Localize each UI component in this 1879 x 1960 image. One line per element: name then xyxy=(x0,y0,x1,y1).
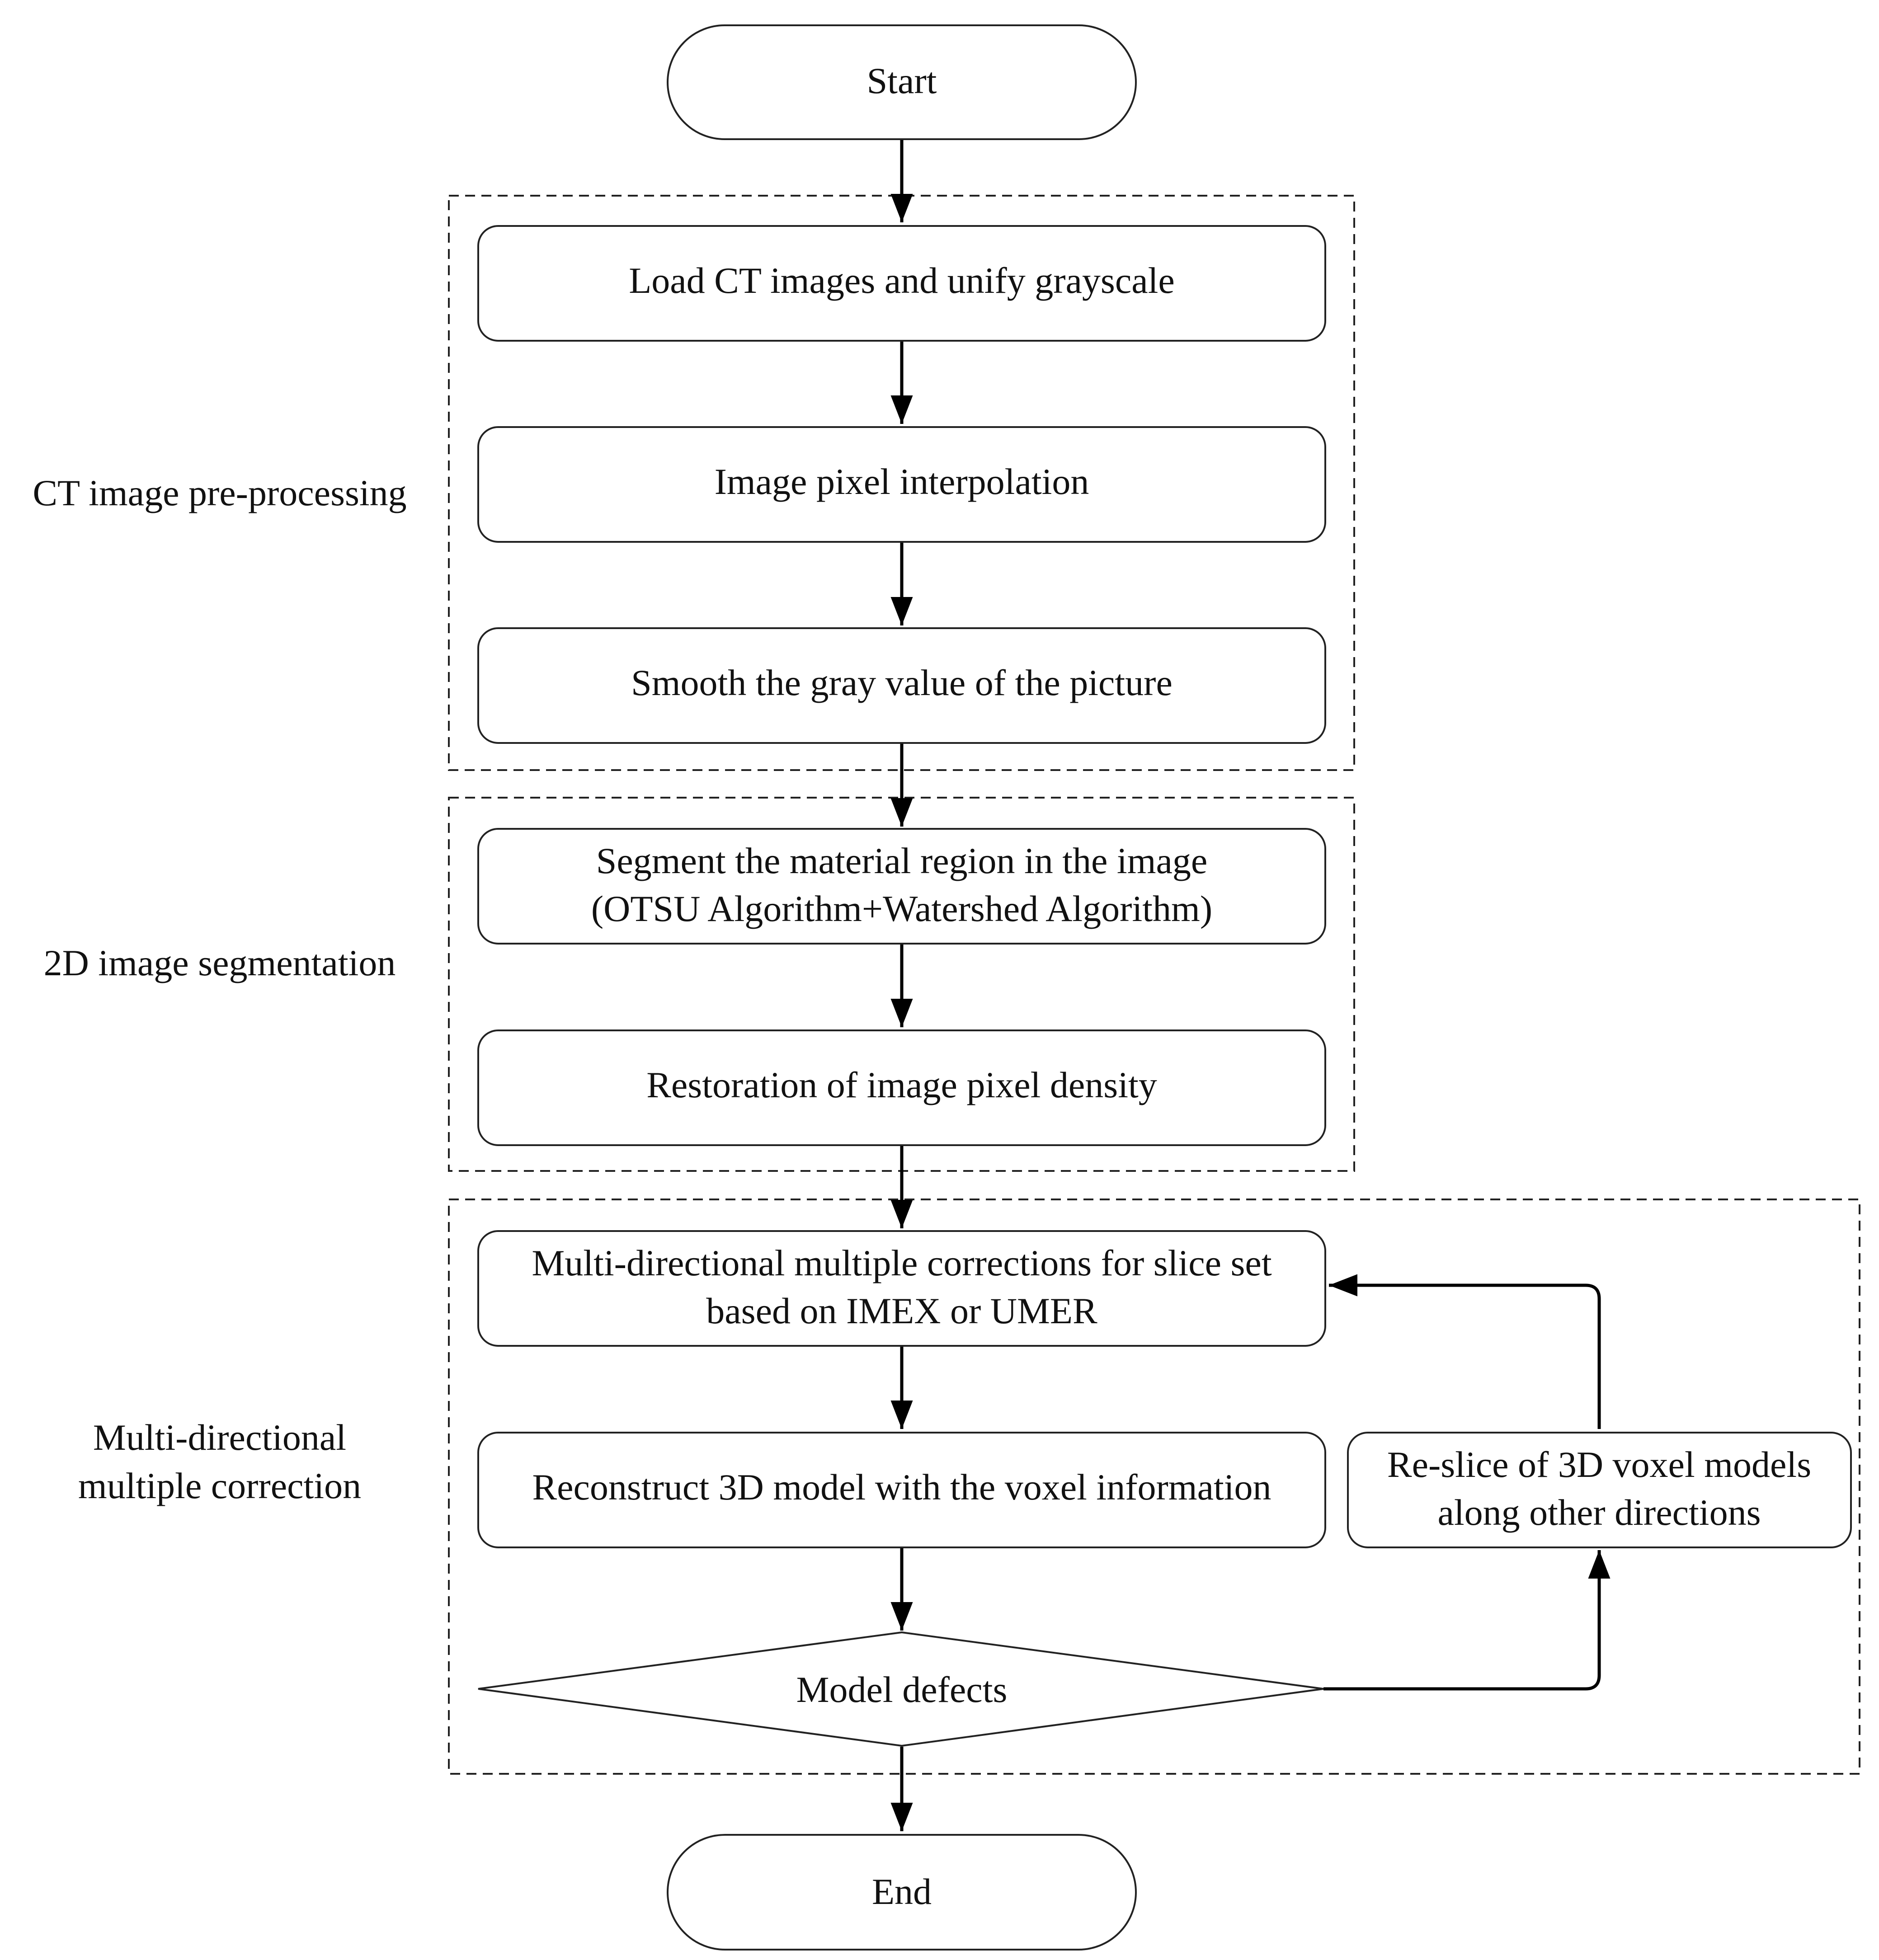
node-multi xyxy=(477,1230,1326,1347)
node-reslice-label-line1: Re-slice of 3D voxel models xyxy=(1387,1444,1811,1485)
node-decision-label: Model defects xyxy=(796,1669,1008,1710)
node-end-label: End xyxy=(872,1871,932,1912)
node-start xyxy=(667,24,1137,140)
node-multi-label-line1: Multi-directional multiple corrections f… xyxy=(532,1242,1272,1283)
edge-decision-reslice xyxy=(1323,1550,1611,1691)
node-reslice-label-line2: along other directions xyxy=(1437,1492,1761,1533)
node-reconstruct-label: Reconstruct 3D model with the voxel info… xyxy=(532,1466,1271,1508)
node-reslice xyxy=(1347,1432,1852,1548)
group-label-preprocessing: CT image pre-processing xyxy=(33,472,406,513)
node-restore-label: Restoration of image pixel density xyxy=(646,1064,1157,1105)
node-start-label: Start xyxy=(867,60,937,101)
edge-reslice-multi xyxy=(1329,1274,1601,1429)
group-frame-preprocessing xyxy=(448,195,1355,771)
node-load-label: Load CT images and unify grayscale xyxy=(629,260,1175,301)
node-load xyxy=(477,225,1326,342)
group-frame-correction xyxy=(448,1199,1860,1775)
node-multi-label-line2: based on IMEX or UMER xyxy=(706,1290,1097,1331)
node-restore xyxy=(477,1029,1326,1146)
node-reconstruct xyxy=(477,1432,1326,1548)
node-interp-label: Image pixel interpolation xyxy=(715,461,1089,502)
group-label-correction-line1: Multi-directional xyxy=(93,1417,346,1458)
node-interp xyxy=(477,426,1326,543)
node-segment-label-line2: (OTSU Algorithm+Watershed Algorithm) xyxy=(591,888,1212,929)
group-label-segmentation: 2D image segmentation xyxy=(44,942,396,983)
group-label-correction-line2: multiple correction xyxy=(78,1465,361,1506)
node-smooth-label: Smooth the gray value of the picture xyxy=(631,662,1173,703)
node-decision xyxy=(478,1631,1324,1747)
node-smooth xyxy=(477,627,1326,744)
node-segment-label-line1: Segment the material region in the image xyxy=(596,840,1208,881)
node-end xyxy=(667,1834,1137,1951)
node-segment xyxy=(477,828,1326,945)
